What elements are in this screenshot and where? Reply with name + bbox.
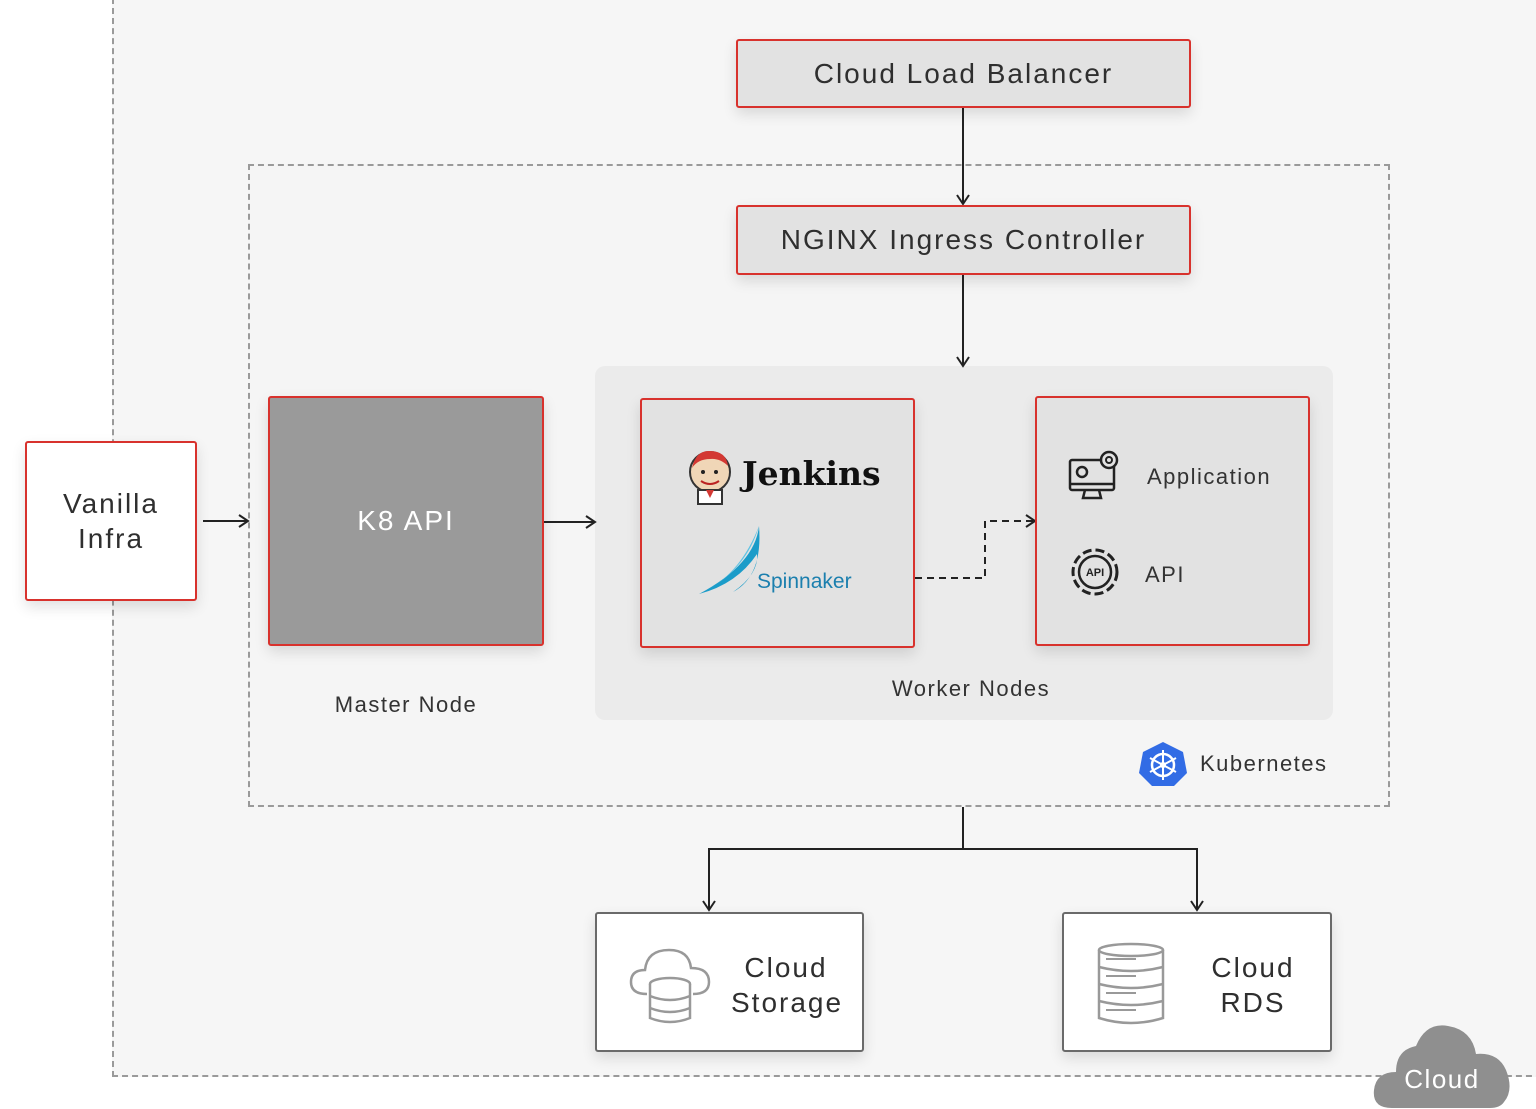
cloud-rds-line1: Cloud xyxy=(1211,952,1295,983)
cloud-storage-box: Cloud Storage xyxy=(595,912,864,1052)
vanilla-infra-line1: Vanilla xyxy=(63,488,159,519)
cloud-storage-line1: Cloud xyxy=(744,952,828,983)
cloud-storage-line2: Storage xyxy=(731,987,844,1018)
jenkins-label: Jenkins xyxy=(742,454,881,493)
nginx-ingress-box: NGINX Ingress Controller xyxy=(736,205,1191,275)
api-label: API xyxy=(1145,562,1185,587)
jenkins-icon xyxy=(689,450,731,505)
cloud-rds-line2: RDS xyxy=(1220,987,1286,1018)
worker-nodes-label: Worker Nodes xyxy=(891,676,1051,701)
application-api-box: Application API API xyxy=(1035,396,1310,646)
kubernetes-label: Kubernetes xyxy=(1200,751,1328,776)
cloud-rds-box: Cloud RDS xyxy=(1062,912,1332,1052)
spinnaker-label: Spinnaker xyxy=(757,570,852,593)
cloud-badge-label: Cloud xyxy=(1404,1064,1480,1094)
api-badge-text: API xyxy=(1086,567,1104,579)
master-node-label: Master Node xyxy=(334,692,478,717)
ci-cd-box: Jenkins Spinnaker xyxy=(640,398,915,648)
branch-to-rds xyxy=(963,848,1204,912)
vanilla-infra-box: Vanilla Infra xyxy=(25,441,197,601)
arrow-spinnaker-to-app xyxy=(855,514,1037,579)
cloud-badge-icon xyxy=(1373,1025,1510,1108)
k8-api-label: K8 API xyxy=(357,505,455,536)
kubernetes-icon xyxy=(1139,742,1187,786)
vanilla-infra-line2: Infra xyxy=(77,523,145,554)
k8-api-box: K8 API xyxy=(268,396,544,646)
database-icon xyxy=(1097,942,1165,1025)
application-icon xyxy=(1068,450,1119,500)
nginx-ingress-label: NGINX Ingress Controller xyxy=(780,224,1147,255)
api-gear-icon: API xyxy=(1071,548,1119,596)
cloud-load-balancer-label: Cloud Load Balancer xyxy=(813,57,1114,89)
branch-to-storage xyxy=(702,807,964,912)
cloud-storage-icon xyxy=(629,948,711,1024)
cloud-load-balancer-box: Cloud Load Balancer xyxy=(736,39,1191,108)
spinnaker-icon xyxy=(699,526,760,594)
application-label: Application xyxy=(1147,464,1272,489)
